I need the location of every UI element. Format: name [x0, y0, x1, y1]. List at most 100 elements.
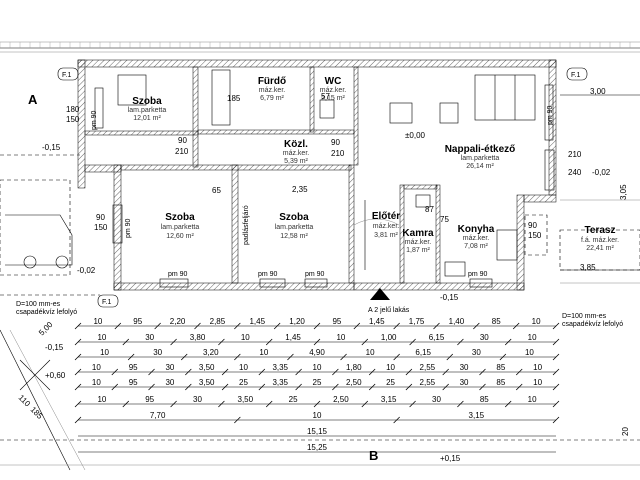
dim-chain-value: 3,15	[469, 411, 485, 420]
dim-tick	[552, 353, 560, 361]
furniture	[117, 69, 548, 277]
dim-150: 150	[66, 115, 80, 124]
dim-tick	[170, 338, 177, 346]
dim-75: 75	[440, 215, 449, 224]
dim-chain-value: 30	[460, 378, 469, 387]
room-name-szoba2: Szoba	[165, 212, 195, 223]
dim-210-c: 210	[568, 150, 582, 159]
dim-chain-value: 1,00	[381, 333, 397, 342]
dim-tick	[234, 353, 241, 361]
level-zero: ±0,00	[405, 131, 426, 140]
room-name-szoba3: Szoba	[279, 212, 309, 223]
section-marker-b: B	[369, 448, 378, 463]
dim-90-b: 90	[331, 138, 340, 147]
dim-chain-value: 85	[492, 317, 501, 326]
dim-tick	[258, 368, 266, 376]
dim-chain-value: 3,50	[199, 378, 215, 387]
dim-tick	[479, 383, 486, 391]
dim-chain-value: 4,90	[309, 348, 325, 357]
dim-90-a: 90	[178, 136, 187, 145]
sill-label-2: pm 90	[258, 271, 278, 278]
room-area-wc: 2,15 m²	[321, 95, 345, 102]
level-bottom: +0,15	[440, 454, 461, 463]
level-left-low: -0,02	[77, 266, 96, 275]
dim-tick	[185, 383, 192, 391]
dim-chain-value: 1,75	[409, 317, 425, 326]
dim-chain-value: 85	[480, 395, 489, 404]
roof-edge-lines	[0, 41, 640, 53]
room-name-eloter: Előtér	[372, 211, 400, 222]
room-floor-furdo: máz.ker.	[259, 87, 286, 94]
room-floor-szoba3: lam.parketta	[275, 224, 314, 231]
dim-tick	[332, 383, 339, 391]
dim-chain-value: 10	[313, 411, 322, 420]
room-floor-konyha: máz.ker.	[463, 235, 490, 242]
dim-500: 5,00	[37, 320, 55, 338]
dim-tick	[287, 353, 294, 361]
dim-tick	[446, 353, 454, 361]
room-floor-szoba2: lam.parketta	[161, 224, 200, 231]
dim-chain-value: 3,35	[272, 363, 288, 372]
window-tag-f1-topright: F.1	[566, 67, 588, 81]
dim-chain-value: 10	[100, 348, 109, 357]
dim-tick	[442, 368, 449, 376]
dim-240: 240	[568, 168, 582, 177]
room-name-furdo: Fürdő	[258, 76, 286, 87]
entrance-label: A 2 jelű lakás	[368, 307, 410, 314]
dim-chain-value: 95	[145, 395, 154, 404]
dim-tick	[442, 383, 449, 391]
dim-tick	[405, 383, 413, 391]
level-entrance: -0,15	[440, 293, 459, 302]
exterior-walls	[77, 59, 557, 291]
drain-right-line1: D=100 mm-es	[562, 313, 607, 320]
dim-tick	[74, 383, 82, 391]
drain-right-line2: csapadékvíz lefolyó	[562, 321, 623, 328]
dim-tick	[218, 400, 225, 408]
dim-tick	[552, 338, 560, 346]
dim-chain-value: 25	[289, 395, 298, 404]
dim-chain-value: 6,15	[429, 333, 445, 342]
dim-300: 3,00	[590, 87, 606, 96]
dim-185-b: 185	[29, 405, 45, 421]
sill-label-3: pm 90	[305, 271, 325, 278]
dim-185: 185	[227, 94, 241, 103]
room-floor-nappali: lam.parketta	[461, 155, 500, 162]
dim-tick	[368, 383, 376, 391]
dim-tick	[194, 322, 201, 330]
dim-chain-value: 1,80	[346, 363, 362, 372]
dim-150-b: 150	[94, 223, 108, 232]
dim-tick	[148, 368, 155, 376]
dim-tick	[313, 338, 321, 346]
dim-tick	[74, 416, 82, 424]
dim-tick	[504, 338, 512, 346]
room-area-konyha: 7,08 m²	[464, 243, 488, 250]
dim-chain-value: 30	[193, 395, 202, 404]
dim-tick	[122, 338, 130, 346]
dim-chain-value: 95	[129, 378, 138, 387]
dim-87: 87	[425, 205, 434, 214]
dim-chain-value: 3,50	[238, 395, 254, 404]
dim-tick	[457, 338, 464, 346]
dim-chain-value: 25	[239, 378, 248, 387]
dim-90-c: 90	[96, 213, 105, 222]
dim-tick	[393, 416, 400, 424]
site-bottom-lines	[0, 329, 640, 471]
dim-chain-value: 30	[165, 378, 174, 387]
dim-tick	[552, 416, 560, 424]
dim-chain-value: 30	[165, 363, 174, 372]
dim-tick	[295, 383, 302, 391]
dim-tick	[340, 353, 347, 361]
dim-chain-value: 10	[93, 317, 102, 326]
dim-chain-value: 3,15	[381, 395, 397, 404]
dim-chain-value: 3,80	[190, 333, 206, 342]
dim-chain-value: 10	[259, 348, 268, 357]
interior-walls	[84, 66, 441, 284]
inline-dimensions: 180 150 90 210 185 57 90 210 2,35 65 90 …	[17, 87, 630, 436]
room-floor-szoba1: lam.parketta	[128, 107, 167, 114]
room-area-szoba1: 12,01 m²	[133, 115, 161, 122]
dim-chain-value: 30	[145, 333, 154, 342]
dim-tick	[265, 338, 273, 346]
dim-chain-value: 1,45	[249, 317, 265, 326]
dim-tick	[218, 338, 225, 346]
dim-chain-value: 10	[525, 348, 534, 357]
